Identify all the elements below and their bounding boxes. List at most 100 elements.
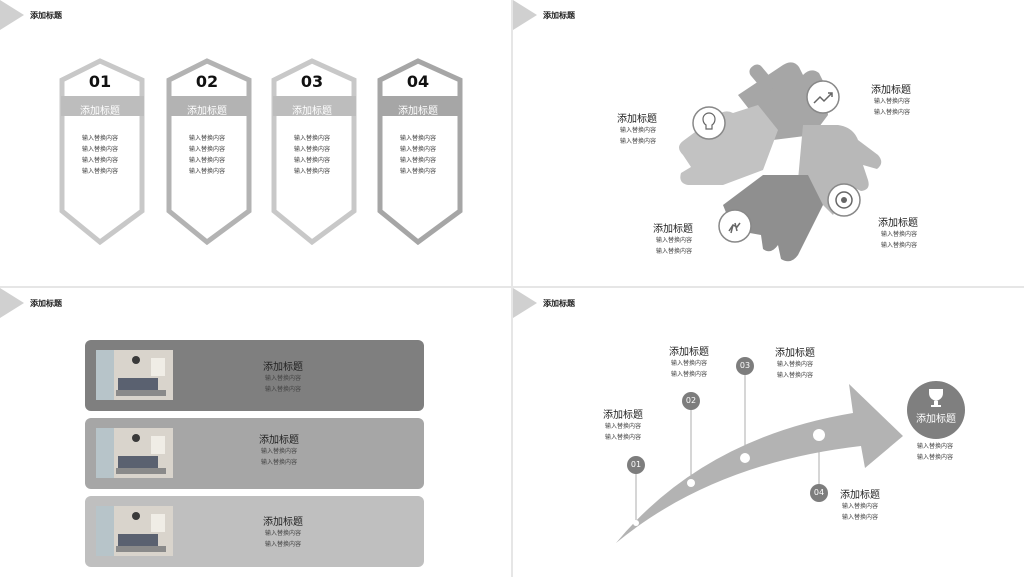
milestone-heading: 添加标题: [669, 347, 709, 358]
milestone-line: 输入替换内容: [842, 503, 879, 510]
content-row[interactable]: 添加标题 输入替换内容 输入替换内容: [85, 496, 424, 567]
card-heading: 添加标题: [187, 106, 227, 117]
card-line: 输入替换内容: [399, 146, 436, 153]
row-line: 输入替换内容: [260, 459, 297, 466]
milestone-line: 输入替换内容: [605, 423, 642, 430]
milestone-line: 输入替换内容: [777, 361, 814, 368]
milestone-text: 添加标题 输入替换内容 输入替换内容: [775, 344, 815, 381]
row-heading: 添加标题: [259, 435, 299, 446]
milestone-dot: 01: [627, 456, 645, 474]
card-line: 输入替换内容: [399, 135, 436, 142]
goal-heading: 添加标题: [916, 414, 956, 425]
card-heading: 添加标题: [398, 106, 438, 117]
hexagon-card[interactable]: 02 添加标题 输入替换内容 输入替换内容 输入替换内容 输入替换内容: [165, 58, 257, 245]
milestone-line: 输入替换内容: [777, 372, 814, 379]
card-heading: 添加标题: [80, 106, 120, 117]
milestone-heading: 添加标题: [775, 348, 815, 359]
card-line: 输入替换内容: [293, 146, 330, 153]
row-line: 输入替换内容: [260, 448, 297, 455]
block-heading: 添加标题: [617, 114, 657, 125]
slide-hexagon-cards[interactable]: 添加标题 01 添加标题 输入替换内容 输入替换内容 输入替换内容 输入替换内容…: [0, 0, 511, 286]
card-line: 输入替换内容: [293, 157, 330, 164]
card-line: 输入替换内容: [399, 157, 436, 164]
slide-title: 添加标题: [543, 11, 575, 20]
milestone-text: 添加标题 输入替换内容 输入替换内容: [669, 343, 709, 380]
milestone-text: 添加标题 输入替换内容 输入替换内容: [603, 406, 643, 443]
lightbulb-icon: [692, 106, 726, 140]
card-line: 输入替换内容: [293, 135, 330, 142]
slide-title: 添加标题: [30, 11, 62, 20]
corner-triangle: [513, 0, 537, 30]
block-line: 输入替换内容: [881, 242, 918, 249]
corner-triangle: [513, 288, 537, 318]
card-line: 输入替换内容: [188, 135, 225, 142]
card-line: 输入替换内容: [399, 168, 436, 175]
card-line: 输入替换内容: [188, 168, 225, 175]
content-row[interactable]: 添加标题 输入替换内容 输入替换内容: [85, 418, 424, 489]
goal-circle: [907, 381, 965, 439]
goal-line: 输入替换内容: [917, 454, 954, 461]
corner-triangle: [0, 0, 24, 30]
slide-arrow-timeline[interactable]: 添加标题 01 02 03 04 添加标题 输入替换内容 输入替换内容 添加标题…: [513, 288, 1024, 577]
block-line: 输入替换内容: [874, 98, 911, 105]
block-heading: 添加标题: [871, 85, 911, 96]
slide-photo-rows[interactable]: 添加标题 添加标题 输入替换内容 输入替换内容 添加标题 输入替换内容 输入替换…: [0, 288, 511, 577]
milestone-text: 添加标题 输入替换内容 输入替换内容: [840, 486, 880, 523]
row-heading: 添加标题: [263, 517, 303, 528]
block-line: 输入替换内容: [620, 127, 657, 134]
milestone-dot: 04: [810, 484, 828, 502]
block-line: 输入替换内容: [656, 248, 693, 255]
block-line: 输入替换内容: [656, 237, 693, 244]
room-photo: [96, 506, 173, 556]
row-line: 输入替换内容: [264, 541, 301, 548]
hexagon-card[interactable]: 04 添加标题 输入替换内容 输入替换内容 输入替换内容 输入替换内容: [376, 58, 468, 245]
card-line: 输入替换内容: [293, 168, 330, 175]
block-line: 输入替换内容: [874, 109, 911, 116]
block-line: 输入替换内容: [881, 231, 918, 238]
card-line: 输入替换内容: [188, 157, 225, 164]
card-heading: 添加标题: [292, 106, 332, 117]
milestone-dot: 02: [682, 392, 700, 410]
text-block: 添加标题 输入替换内容 输入替换内容: [653, 220, 693, 257]
card-number: 04: [406, 72, 430, 91]
text-block: 添加标题 输入替换内容 输入替换内容: [871, 81, 911, 118]
interlocking-hands-diagram: [679, 62, 882, 262]
content-row[interactable]: 添加标题 输入替换内容 输入替换内容: [85, 340, 424, 411]
card-line: 输入替换内容: [81, 157, 118, 164]
room-photo: [96, 428, 173, 478]
card-line: 输入替换内容: [81, 135, 118, 142]
card-number: 03: [300, 72, 324, 91]
growth-arrow: [616, 374, 965, 543]
milestone-heading: 添加标题: [603, 410, 643, 421]
hexagon-card[interactable]: 01 添加标题 输入替换内容 输入替换内容 输入替换内容 输入替换内容: [58, 58, 150, 245]
card-line: 输入替换内容: [81, 146, 118, 153]
block-heading: 添加标题: [653, 224, 693, 235]
milestone-dot: 03: [736, 357, 754, 375]
card-line: 输入替换内容: [188, 146, 225, 153]
goal-line: 输入替换内容: [917, 443, 954, 450]
card-number: 01: [88, 72, 112, 91]
row-line: 输入替换内容: [264, 375, 301, 382]
block-heading: 添加标题: [878, 218, 918, 229]
text-block: 添加标题 输入替换内容 输入替换内容: [617, 110, 657, 147]
card-line: 输入替换内容: [81, 168, 118, 175]
row-line: 输入替换内容: [264, 530, 301, 537]
growth-chart-icon: [806, 80, 840, 114]
hexagon-card[interactable]: 03 添加标题 输入替换内容 输入替换内容 输入替换内容 输入替换内容: [270, 58, 362, 245]
slide-title: 添加标题: [543, 299, 575, 308]
hand-bottom: [723, 175, 823, 262]
room-photo: [96, 350, 173, 400]
milestone-line: 输入替换内容: [605, 434, 642, 441]
goal-text: 输入替换内容 输入替换内容: [917, 441, 953, 463]
hand-left: [679, 105, 778, 185]
row-line: 输入替换内容: [264, 386, 301, 393]
milestone-line: 输入替换内容: [671, 371, 708, 378]
slide-title: 添加标题: [30, 299, 62, 308]
trophy-icon: [929, 389, 943, 407]
milestone-line: 输入替换内容: [842, 514, 879, 521]
text-block: 添加标题 输入替换内容 输入替换内容: [878, 214, 918, 251]
corner-triangle: [0, 288, 24, 318]
block-line: 输入替换内容: [620, 138, 657, 145]
hand-right: [798, 125, 882, 215]
slide-hands-diagram[interactable]: 添加标题 添加标题 输入替换内容 输入替换内容: [513, 0, 1024, 286]
